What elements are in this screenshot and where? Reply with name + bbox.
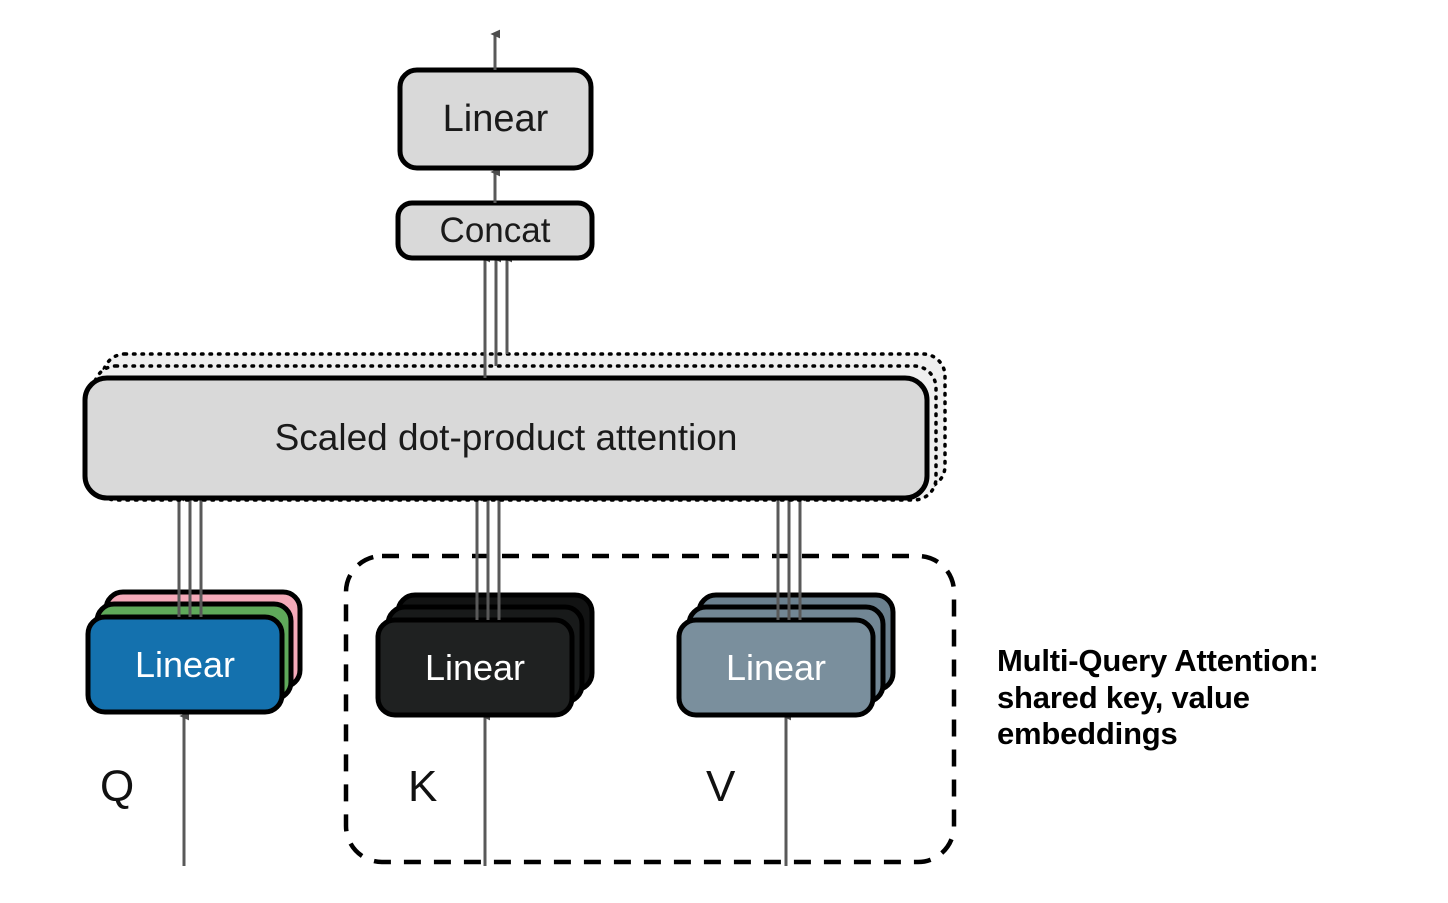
output-linear-box[interactable]	[397, 67, 594, 171]
attention-stack[interactable]	[82, 352, 947, 502]
annotation-line-2: shared key, value	[997, 679, 1250, 715]
input-label-k: K	[408, 762, 438, 811]
query-linear-stack[interactable]	[85, 589, 303, 715]
input-arrows	[179, 711, 791, 866]
annotation-line-1: Multi-Query Attention:	[997, 643, 1319, 678]
input-label-q: Q	[100, 762, 135, 811]
input-label-v: V	[706, 762, 736, 811]
value-linear-stack[interactable]	[676, 592, 896, 718]
concat-box[interactable]	[395, 200, 595, 261]
attention-to-concat-arrows	[480, 253, 512, 378]
key-linear-front-card	[375, 617, 575, 718]
key-linear-stack[interactable]	[375, 592, 595, 718]
shared-key-value-dashed-group	[343, 553, 957, 865]
annotation-block: Multi-Query Attention: shared key, value…	[997, 643, 1319, 753]
linear-to-attention-arrows	[174, 492, 805, 620]
query-linear-front-card	[85, 614, 285, 715]
attention-front-card	[82, 375, 930, 501]
annotation-line-3: embeddings	[997, 716, 1178, 752]
value-linear-front-card	[676, 617, 876, 718]
